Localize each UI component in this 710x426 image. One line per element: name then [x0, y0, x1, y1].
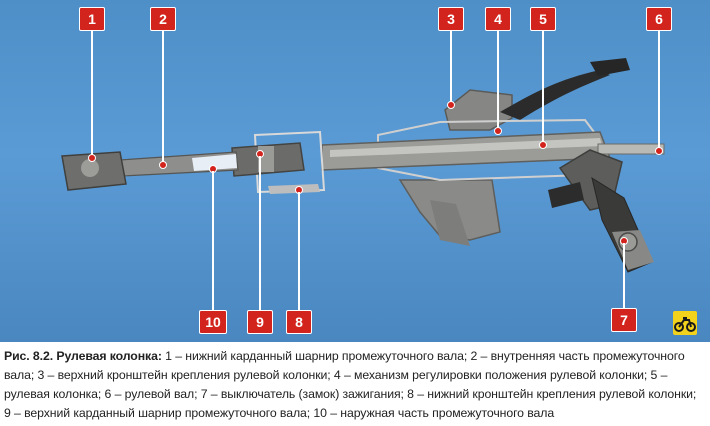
callout-7: 7 — [611, 308, 637, 332]
leader-line-7 — [623, 243, 625, 308]
callout-9: 9 — [247, 310, 273, 334]
callout-dot-6 — [655, 147, 663, 155]
callout-1: 1 — [79, 7, 105, 31]
callout-2: 2 — [150, 7, 176, 31]
callout-10: 10 — [199, 310, 227, 334]
motorcycle-icon — [674, 317, 696, 332]
leader-line-2 — [162, 31, 164, 163]
leader-line-10 — [212, 171, 214, 310]
steering-column-illustration — [61, 58, 665, 273]
callout-dot-5 — [539, 141, 547, 149]
leader-line-9 — [259, 156, 261, 310]
callout-dot-4 — [494, 127, 502, 135]
callout-dot-3 — [447, 101, 455, 109]
leader-line-6 — [658, 31, 660, 149]
callout-3: 3 — [438, 7, 464, 31]
figure-caption: Рис. 8.2. Рулевая колонка: 1 – нижний ка… — [4, 347, 706, 423]
callout-dot-1 — [88, 154, 96, 162]
callout-4: 4 — [485, 7, 511, 31]
leader-line-4 — [497, 31, 499, 129]
caption-legend-text: 1 – нижний карданный шарнир промежуточно… — [4, 349, 697, 420]
leader-line-3 — [450, 31, 452, 103]
caption-title: Рис. 8.2. Рулевая колонка: — [4, 349, 162, 363]
callout-dot-2 — [159, 161, 167, 169]
callout-6: 6 — [646, 7, 672, 31]
leader-line-8 — [298, 192, 300, 310]
leader-line-1 — [91, 31, 93, 157]
steering-column-photo: 1 2 3 4 5 6 7 8 9 10 — [0, 0, 710, 342]
leader-line-5 — [542, 31, 544, 143]
callout-5: 5 — [530, 7, 556, 31]
publisher-logo — [673, 311, 697, 335]
callout-8: 8 — [286, 310, 312, 334]
